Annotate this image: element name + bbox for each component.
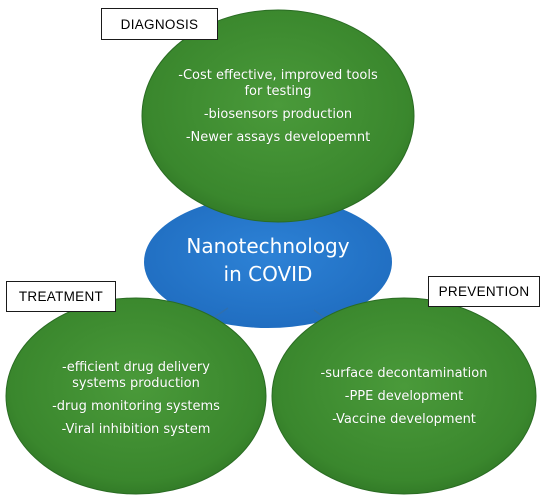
treatment-label: TREATMENT [6,281,116,312]
diagnosis-item: for testing [244,84,312,99]
diagnosis-text: -Cost effective, improved tools for test… [168,68,388,153]
prevention-ellipse [271,297,537,495]
diagnosis-ellipse [141,9,415,223]
prevention-text: -surface decontamination -PPE developmen… [304,366,504,435]
diagnosis-label: DIAGNOSIS [101,8,218,40]
center-ellipse [144,196,392,328]
treatment-item: -Viral inhibition system [61,422,211,437]
prevention-item: -surface decontamination [320,366,488,381]
treatment-item: systems production [72,376,200,391]
diagnosis-item: -Newer assays developemnt [185,130,371,145]
treatment-ellipse [5,297,267,495]
diagnosis-item: -biosensors production [203,107,353,122]
center-title-line-2: in COVID [223,262,313,286]
prevention-item: -PPE development [344,389,464,404]
treatment-item: -drug monitoring systems [52,399,220,414]
treatment-item: -efficient drug delivery [62,360,210,375]
prevention-label: PREVENTION [428,276,540,307]
center-title-line-1: Nanotechnology [186,234,350,258]
treatment-text: -efficient drug delivery systems product… [36,360,236,445]
prevention-item: -Vaccine development [332,412,476,427]
center-title: Nanotechnology in COVID [168,232,368,288]
diagnosis-item: -Cost effective, improved tools [178,68,378,83]
